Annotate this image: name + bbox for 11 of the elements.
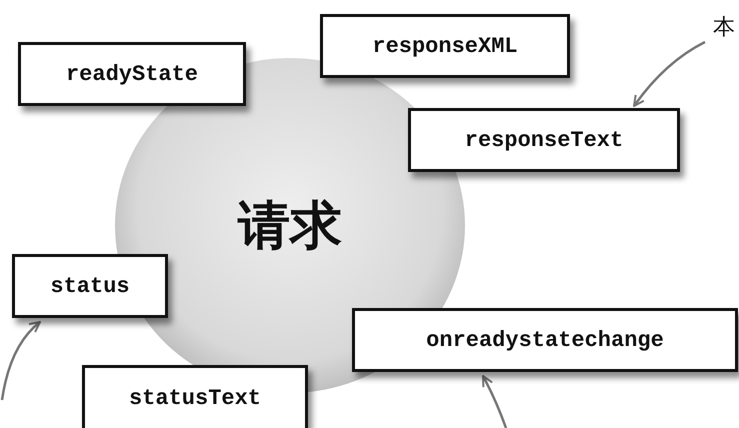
property-box: onreadystatechange (352, 308, 738, 372)
property-box: statusText (82, 365, 308, 428)
circle-label: 请求 (238, 194, 342, 258)
property-box: responseXML (320, 14, 570, 78)
arrow (0, 321, 41, 400)
property-box: readyState (18, 42, 246, 106)
property-box: responseText (408, 108, 680, 172)
arrow (632, 40, 706, 107)
property-box: status (12, 254, 168, 318)
note-text: 本 (713, 12, 735, 42)
arrow (482, 375, 508, 428)
